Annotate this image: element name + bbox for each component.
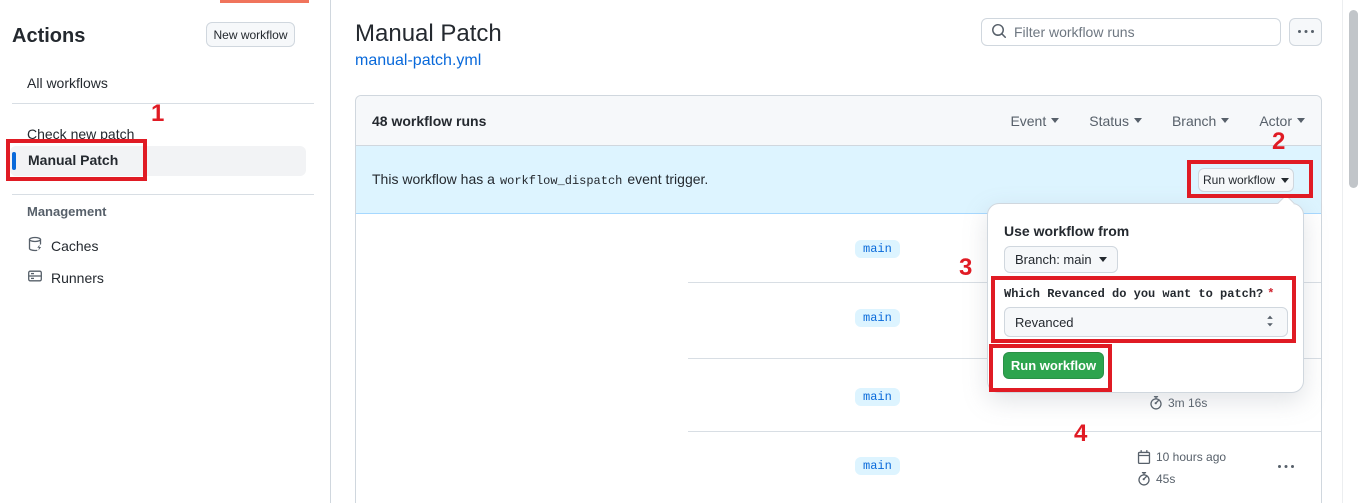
sidebar-title: Actions [12,25,86,47]
sidebar-item-manual-patch[interactable] [10,146,306,176]
caret-down-icon [1221,118,1230,123]
run-workflow-submit-button[interactable]: Run workflow [1003,352,1104,379]
branch-selector-button[interactable]: Branch: main [1004,246,1118,273]
filter-branch-dropdown[interactable]: Branch [1172,113,1230,129]
up-down-chevrons-icon [1263,314,1277,331]
sidebar-item-caches[interactable]: Caches [27,236,98,255]
workflow-run-row[interactable]: main 3m 16s [356,359,1321,432]
search-icon [991,23,1007,42]
kebab-horizontal-icon [1297,30,1314,33]
workflow-dispatch-code: workflow_dispatch [499,174,623,188]
run-duration: 3m 16s [1149,396,1207,410]
sidebar-divider [12,194,314,195]
revanced-select[interactable]: Revanced [1004,307,1288,337]
calendar-icon [1137,450,1151,464]
filter-runs-searchbox[interactable] [981,18,1281,46]
caret-down-icon [1051,118,1060,123]
kebab-horizontal-icon [1278,465,1294,468]
filter-actor-dropdown[interactable]: Actor [1259,113,1305,129]
selected-indicator-bar [12,152,16,170]
sidebar-item-all-workflows[interactable]: All workflows [27,75,108,91]
runners-server-icon [27,268,43,287]
caret-down-icon [1133,118,1142,123]
workflow-file-link[interactable]: manual-patch.yml [355,52,482,69]
filter-status-dropdown[interactable]: Status [1089,113,1142,129]
scrollbar-track[interactable] [1342,0,1361,503]
search-input[interactable] [1014,24,1280,40]
caches-database-icon [27,236,43,255]
branch-badge[interactable]: main [855,240,900,258]
branch-badge[interactable]: main [855,309,900,327]
workflow-run-row[interactable]: main 10 hours ago 45s [356,432,1321,504]
stopwatch-icon [1150,396,1162,410]
top-orange-bar [220,0,309,3]
caret-down-icon [1098,257,1107,262]
runs-list-header: 48 workflow runs Event Status Branch Act… [356,96,1321,146]
branch-badge[interactable]: main [855,388,900,406]
page-title: Manual Patch [355,20,502,47]
run-workflow-dropdown-button[interactable]: Run workflow [1198,168,1294,192]
sidebar-divider [12,103,314,104]
dialog-heading: Use workflow from [1004,223,1130,239]
runs-count: 48 workflow runs [372,112,487,129]
dialog-input-label: Which Revanced do you want to patch?* [1004,287,1275,301]
management-section-label: Management [27,204,107,219]
more-options-kebab-button[interactable] [1289,18,1322,46]
sidebar-item-manual-patch-label: Manual Patch [28,152,119,168]
run-workflow-dialog: Use workflow from Branch: main Which Rev… [987,194,1304,393]
sidebar-item-caches-label: Caches [51,237,99,254]
new-workflow-button[interactable]: New workflow [206,22,295,47]
caret-down-icon [1297,118,1305,123]
branch-badge[interactable]: main [855,457,900,475]
filter-event-dropdown[interactable]: Event [1010,113,1060,129]
stopwatch-icon [1138,472,1150,486]
scrollbar-thumb[interactable] [1349,10,1358,188]
runs-filters: Event Status Branch Actor [1010,113,1305,129]
sidebar-item-check-new-patch[interactable]: Check new patch [27,126,135,142]
sidebar-item-runners-label: Runners [51,269,104,286]
run-duration: 45s [1137,472,1175,486]
required-asterisk: * [1267,287,1275,301]
caret-down-icon [1281,177,1290,183]
run-date: 10 hours ago [1137,450,1226,464]
run-row-kebab-button[interactable] [1278,459,1294,478]
sidebar-item-runners[interactable]: Runners [27,268,104,287]
actions-sidebar: Actions New workflow All workflows Check… [0,0,331,503]
